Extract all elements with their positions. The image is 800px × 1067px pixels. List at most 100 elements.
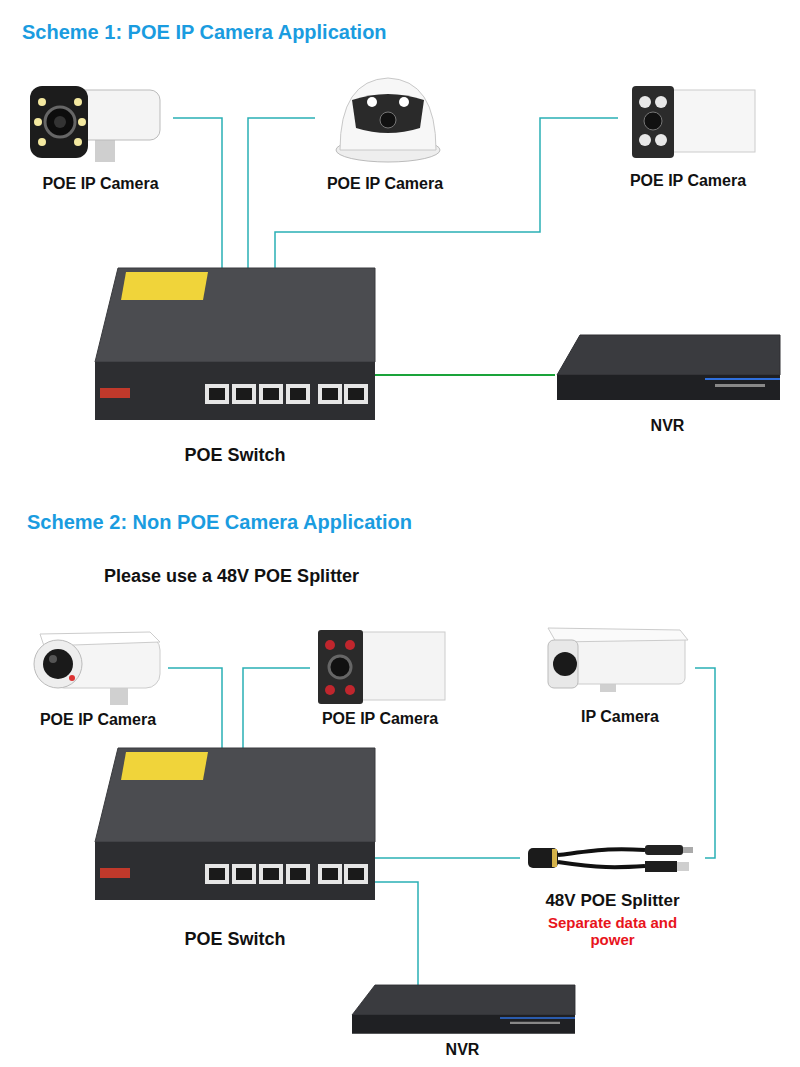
device-node: POE Switch <box>95 268 375 466</box>
bullet-camera-picture <box>95 140 115 162</box>
device-caption: POE IP Camera <box>315 175 455 193</box>
bullet-camera-picture <box>318 630 363 704</box>
device-caption: NVR <box>350 1041 575 1059</box>
cable-line <box>275 118 618 268</box>
dome-camera-picture <box>399 97 409 107</box>
device-node: POE IP Camera <box>618 75 758 190</box>
picture-space <box>95 268 375 445</box>
bullet-camera-picture <box>30 86 88 158</box>
poe-splitter-picture <box>645 861 677 872</box>
bullet-camera-picture <box>329 656 351 678</box>
picture-space <box>545 628 695 708</box>
bullet-camera-picture <box>325 640 335 650</box>
bullet-camera-picture <box>325 685 335 695</box>
bullet-camera-picture <box>78 118 86 126</box>
bullet-camera-picture <box>34 632 160 705</box>
poe-switch-picture <box>95 268 375 420</box>
bullet-camera-picture <box>548 628 688 692</box>
device-caption: NVR <box>555 417 780 435</box>
section-heading: Scheme 1: POE IP Camera Application <box>22 20 387 44</box>
bullet-camera-picture <box>632 86 674 158</box>
bullet-camera-picture <box>655 134 667 146</box>
bullet-camera-picture <box>69 675 75 681</box>
bullet-camera-picture <box>639 96 651 108</box>
bullet-camera-picture <box>660 90 755 152</box>
dome-camera-picture <box>340 78 436 150</box>
bullet-camera-picture <box>632 86 755 158</box>
bullet-camera-picture <box>38 98 46 106</box>
cable-line <box>243 668 310 750</box>
bullet-camera-picture <box>43 649 73 679</box>
picture-space <box>555 335 780 417</box>
device-node: POE IP Camera <box>310 628 450 728</box>
device-node: NVR <box>555 335 780 435</box>
device-caption: POE IP Camera <box>28 711 168 729</box>
device-node: 48V POE SplitterSeparate data and power <box>520 835 705 948</box>
bullet-camera-picture <box>74 98 82 106</box>
bullet-camera-picture <box>318 630 445 704</box>
device-caption: IP Camera <box>545 708 695 726</box>
picture-space <box>618 75 758 172</box>
device-caption: POE Switch <box>95 445 375 466</box>
device-caption: POE IP Camera <box>618 172 758 190</box>
device-caption: POE Switch <box>95 929 375 950</box>
bullet-camera-picture <box>49 655 57 663</box>
section-heading: Scheme 2: Non POE Camera Application <box>27 510 412 534</box>
dome-camera-picture <box>380 112 396 128</box>
device-node: POE IP Camera <box>315 75 455 193</box>
device-node: IP Camera <box>545 628 695 726</box>
poe-splitter-picture <box>683 847 693 853</box>
cable-line <box>173 118 222 268</box>
poe-splitter-picture <box>552 849 557 867</box>
poe-switch-picture <box>95 748 375 900</box>
cable-line <box>375 857 520 859</box>
picture-space <box>520 835 705 891</box>
bullet-camera-picture <box>639 134 651 146</box>
cable-line <box>375 374 555 376</box>
bullet-camera-picture <box>30 86 160 162</box>
poe-splitter-picture <box>528 848 558 868</box>
cable-line <box>375 882 418 985</box>
dome-camera-picture <box>352 94 424 133</box>
instruction-note: Please use a 48V POE Splitter <box>104 566 359 588</box>
bullet-camera-picture <box>553 652 577 676</box>
nvr-picture <box>352 985 575 1034</box>
cable-line <box>168 668 222 750</box>
bullet-camera-picture <box>45 107 75 137</box>
picture-space <box>95 750 375 929</box>
poe-splitter-picture <box>558 849 645 855</box>
device-node: NVR <box>350 985 575 1059</box>
cable-line <box>695 668 715 858</box>
poe-splitter-picture <box>558 862 645 867</box>
picture-space <box>315 75 455 175</box>
bullet-camera-picture <box>548 640 578 688</box>
bullet-camera-picture <box>34 118 42 126</box>
poe-splitter-picture <box>528 845 693 872</box>
dome-camera-picture <box>367 97 377 107</box>
poe-splitter-picture <box>645 845 683 855</box>
bullet-camera-picture <box>355 632 445 700</box>
picture-space <box>310 628 450 710</box>
bullet-camera-picture <box>38 138 46 146</box>
bullet-camera-picture <box>54 116 66 128</box>
device-caption: POE IP Camera <box>310 710 450 728</box>
device-caption: POE IP Camera <box>28 175 173 193</box>
device-node: POE IP Camera <box>28 75 173 193</box>
bullet-camera-picture <box>74 138 82 146</box>
device-note: Separate data and power <box>548 914 678 949</box>
picture-space <box>28 75 173 175</box>
cable-line <box>248 118 315 268</box>
bullet-camera-picture <box>644 112 662 130</box>
nvr-picture <box>557 335 780 400</box>
device-caption: 48V POE Splitter <box>520 891 705 911</box>
device-node: POE Switch <box>95 750 375 950</box>
bullet-camera-picture <box>345 640 355 650</box>
dome-camera-picture <box>336 78 440 162</box>
bullet-camera-picture <box>345 685 355 695</box>
nvr-picture <box>352 985 575 1034</box>
bullet-camera-picture <box>655 96 667 108</box>
picture-space <box>350 985 575 1041</box>
